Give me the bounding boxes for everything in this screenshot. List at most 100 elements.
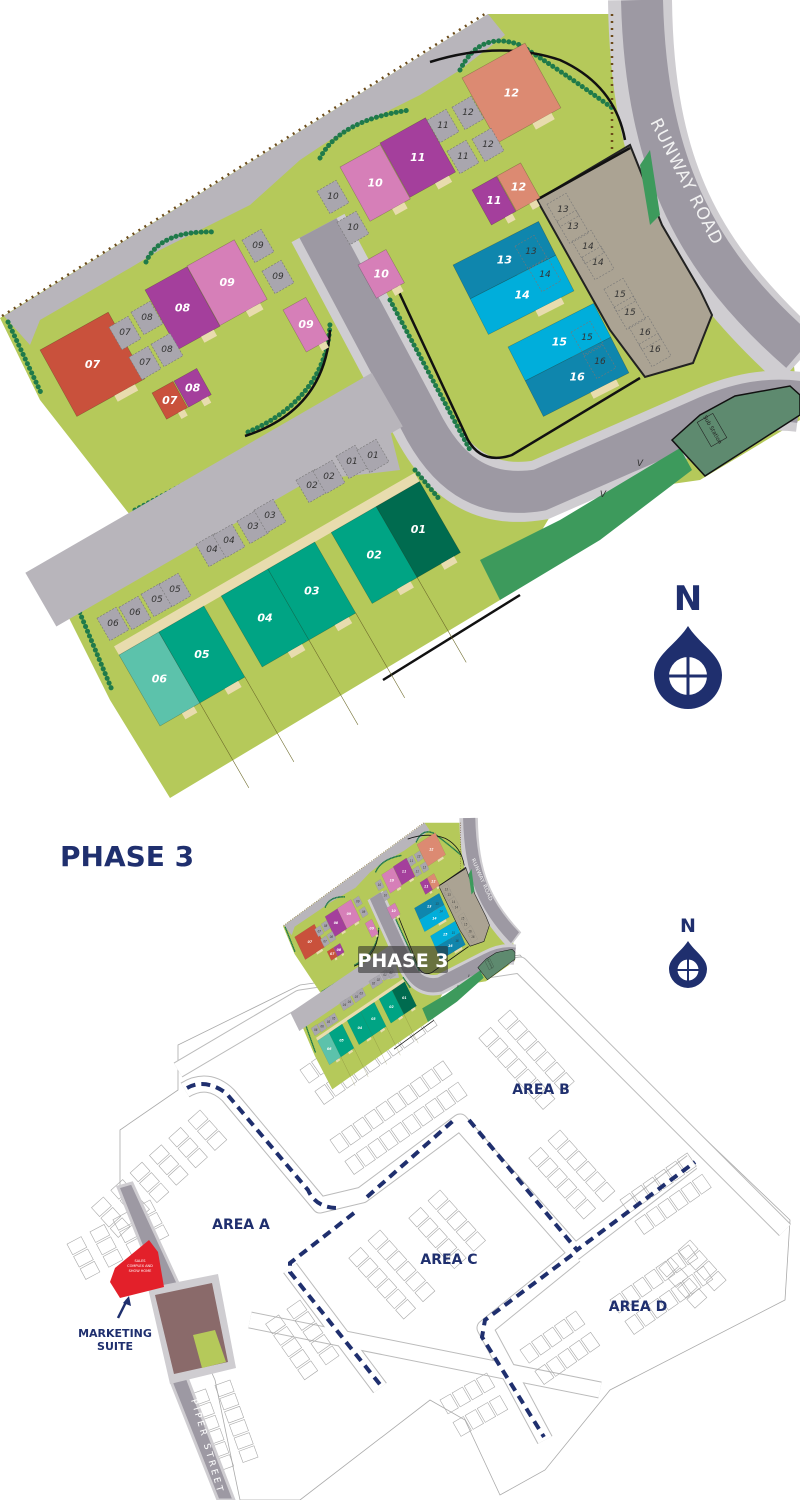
context-house	[534, 1363, 555, 1385]
parking-bay-outline	[603, 277, 637, 313]
parking-bay	[426, 108, 460, 144]
context-house	[395, 1298, 416, 1320]
parking-bay-number: 04	[223, 536, 235, 546]
patio	[532, 113, 555, 130]
parking-bay-outline	[108, 315, 142, 351]
plot-08[interactable]	[173, 367, 215, 413]
context-house-row	[439, 1372, 509, 1437]
visitor-mark: V	[637, 459, 644, 469]
context-house	[691, 1173, 712, 1195]
patio	[181, 706, 198, 720]
plot-10[interactable]	[339, 144, 414, 228]
plot-12[interactable]	[496, 162, 543, 217]
plot-number: 11	[410, 151, 425, 164]
plot-05[interactable]	[158, 605, 249, 709]
house-footprint[interactable]	[471, 176, 517, 226]
context-house	[634, 1213, 655, 1235]
context-house	[417, 1217, 439, 1238]
context-house	[187, 1109, 209, 1131]
context-house-row	[528, 1129, 616, 1220]
plot-number: 16	[569, 370, 585, 383]
context-house	[289, 1348, 311, 1369]
area-a-label: AREA A	[212, 1217, 270, 1233]
context-house	[149, 1144, 170, 1165]
house-footprint[interactable]	[151, 380, 188, 420]
marketing-suite-label-1: MARKETING	[78, 1327, 152, 1340]
context-house	[378, 1129, 399, 1151]
phase-title: PHASE 3	[60, 840, 194, 873]
house-footprint[interactable]	[186, 239, 268, 326]
north-compass: N	[654, 579, 722, 709]
plot-07[interactable]	[151, 380, 191, 425]
house-footprint[interactable]	[524, 336, 630, 417]
context-house	[676, 1152, 697, 1174]
plot-number: 04	[257, 612, 272, 625]
plot-14[interactable]	[469, 254, 577, 340]
context-house	[531, 1334, 551, 1356]
parking-bay	[603, 277, 637, 313]
context-house	[401, 1113, 422, 1135]
context-house	[297, 1360, 319, 1381]
house-footprint[interactable]	[267, 541, 357, 641]
context-house	[645, 1205, 666, 1227]
context-house	[680, 1181, 701, 1203]
house-footprint[interactable]	[461, 42, 562, 144]
house-footprint[interactable]	[339, 144, 411, 222]
house-footprint[interactable]	[282, 296, 330, 353]
footpath	[114, 472, 420, 655]
house-footprint[interactable]	[469, 254, 575, 335]
plot-number: 09	[298, 318, 314, 331]
context-house	[197, 1119, 218, 1141]
parking-bay	[316, 179, 350, 215]
context-house	[377, 1239, 398, 1261]
patio	[318, 341, 329, 352]
parking-bay-number: 16	[639, 328, 651, 338]
plot-03[interactable]	[267, 541, 359, 646]
context-house	[642, 1176, 663, 1198]
house-footprint[interactable]	[379, 117, 456, 198]
plot-number: 15	[552, 336, 568, 349]
house-footprint[interactable]	[158, 605, 246, 704]
context-house	[556, 1178, 578, 1199]
house-footprint[interactable]	[144, 266, 221, 350]
north-compass-small: N	[669, 915, 707, 988]
parking-bay-outline	[638, 332, 672, 368]
plot-16[interactable]	[524, 336, 632, 422]
plot-11[interactable]	[471, 176, 519, 231]
context-house	[344, 1153, 365, 1175]
context-house-row	[348, 1229, 436, 1320]
house-footprint[interactable]	[375, 481, 461, 578]
context-house	[352, 1116, 373, 1138]
plot-08[interactable]	[144, 266, 223, 356]
parking-bay-number: 08	[161, 345, 173, 355]
context-house	[506, 1058, 528, 1079]
parking-bay	[638, 332, 672, 368]
parking-bay	[546, 192, 580, 228]
parking-bay-outline	[128, 345, 162, 381]
plot-12[interactable]	[461, 42, 564, 149]
context-house	[455, 1220, 477, 1242]
house-footprint[interactable]	[357, 249, 405, 299]
area-boundaries	[186, 1082, 697, 1439]
parking-bay	[128, 345, 162, 381]
context-house	[294, 1311, 316, 1331]
plot-11[interactable]	[379, 117, 459, 204]
context-house	[665, 1160, 686, 1182]
parking-bay-number: 03	[264, 511, 276, 521]
plot-01[interactable]	[375, 481, 464, 584]
tree-belt-north	[640, 150, 660, 225]
parking-bay-outline	[130, 300, 164, 336]
context-house	[519, 1342, 540, 1364]
context-house	[575, 1160, 597, 1182]
house-footprint[interactable]	[496, 162, 541, 212]
parking-bay-number: 09	[272, 272, 284, 282]
context-house	[187, 1147, 208, 1169]
plot-09[interactable]	[282, 296, 332, 358]
house-footprint[interactable]	[173, 367, 212, 408]
context-house-row	[478, 1009, 575, 1110]
substation-label-box	[696, 412, 728, 448]
context-house	[658, 1289, 679, 1311]
plot-09[interactable]	[186, 239, 271, 332]
context-house	[497, 1047, 518, 1069]
plot-10[interactable]	[357, 249, 408, 304]
